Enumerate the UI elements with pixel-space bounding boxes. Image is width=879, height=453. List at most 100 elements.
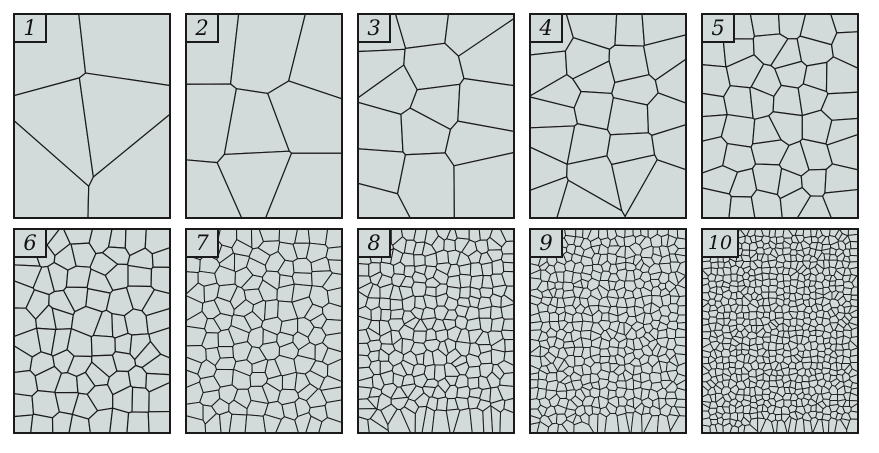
grain [359,263,370,277]
grain [673,336,685,347]
grain [126,411,150,432]
grain [850,286,857,296]
grain [828,393,838,402]
grain [828,254,838,261]
grain [415,352,425,366]
grain [666,327,677,340]
grain [443,238,457,253]
panel-number-label: 2 [187,15,219,43]
grain [87,114,169,217]
grain [669,415,685,432]
grain [850,327,857,338]
grain [847,322,857,330]
grain [714,423,724,432]
grain [824,163,857,194]
grain [491,258,505,275]
grain [848,410,857,420]
grain [548,311,560,323]
grain [720,348,731,358]
grain [849,298,857,308]
grain [672,344,685,356]
grain [318,417,341,432]
grain [90,334,116,357]
microstructure-panel-2: 2 [185,13,343,219]
grain-boundaries-1 [15,15,169,217]
grain [458,263,472,276]
grain [674,353,685,367]
grain [325,246,341,261]
panel-number-label: 9 [531,230,563,258]
grain-boundaries-10 [703,230,857,432]
microstructure-panel-8: 8 [357,228,515,434]
grain [730,273,738,282]
grain [614,15,646,47]
grain [147,410,169,432]
grain [502,261,513,273]
grain [324,399,341,423]
microstructure-panel-6: 6 [13,228,171,434]
grain-boundaries-3 [359,15,513,217]
grain [573,421,594,432]
grain [412,330,427,344]
grain [768,291,778,299]
grain [723,303,732,313]
grain [435,249,450,265]
microstructure-panel-10: 10 [701,228,859,434]
grain [15,369,39,397]
grain [367,418,390,432]
grain [500,230,513,242]
grain [497,360,513,375]
grain [743,424,759,432]
microstructure-panel-1: 1 [13,13,171,219]
grain-boundaries-5 [703,15,857,217]
grain [30,413,54,432]
grain [830,15,857,34]
grain [78,72,169,178]
grain [501,318,513,332]
grain [769,374,777,382]
grain [425,328,438,342]
grain [436,396,449,412]
grain [674,387,685,400]
grain [660,293,671,307]
grain [324,230,341,249]
grain [849,240,857,250]
grain [821,418,830,432]
grain-boundaries-4 [531,15,685,217]
grain [294,230,311,244]
grain [457,77,513,132]
grain [795,310,805,321]
grain [228,413,248,432]
grain [499,372,513,387]
grain [127,264,153,288]
grain [677,275,685,289]
grain [265,152,341,217]
grain [722,266,732,276]
grain [499,408,513,432]
grain [469,407,485,432]
grain [216,346,235,359]
grain [841,342,850,351]
grain [846,418,857,432]
microstructure-panel-7: 7 [185,228,343,434]
grain [803,419,813,432]
grain [743,386,751,396]
grain [630,410,643,432]
grain [849,354,857,364]
grain [531,372,540,381]
grain [556,179,626,217]
grain [600,312,610,322]
microstructure-panel-3: 3 [357,13,515,219]
panel-number-label: 7 [187,230,219,258]
grain [131,386,150,413]
panel-number-label: 6 [15,230,47,258]
grain [453,152,513,217]
grain [721,337,732,345]
grain [676,305,685,316]
grain [489,293,502,308]
grain [107,230,127,249]
grain [459,286,471,299]
grain [15,414,34,432]
grain [478,306,492,319]
grain [504,338,513,353]
